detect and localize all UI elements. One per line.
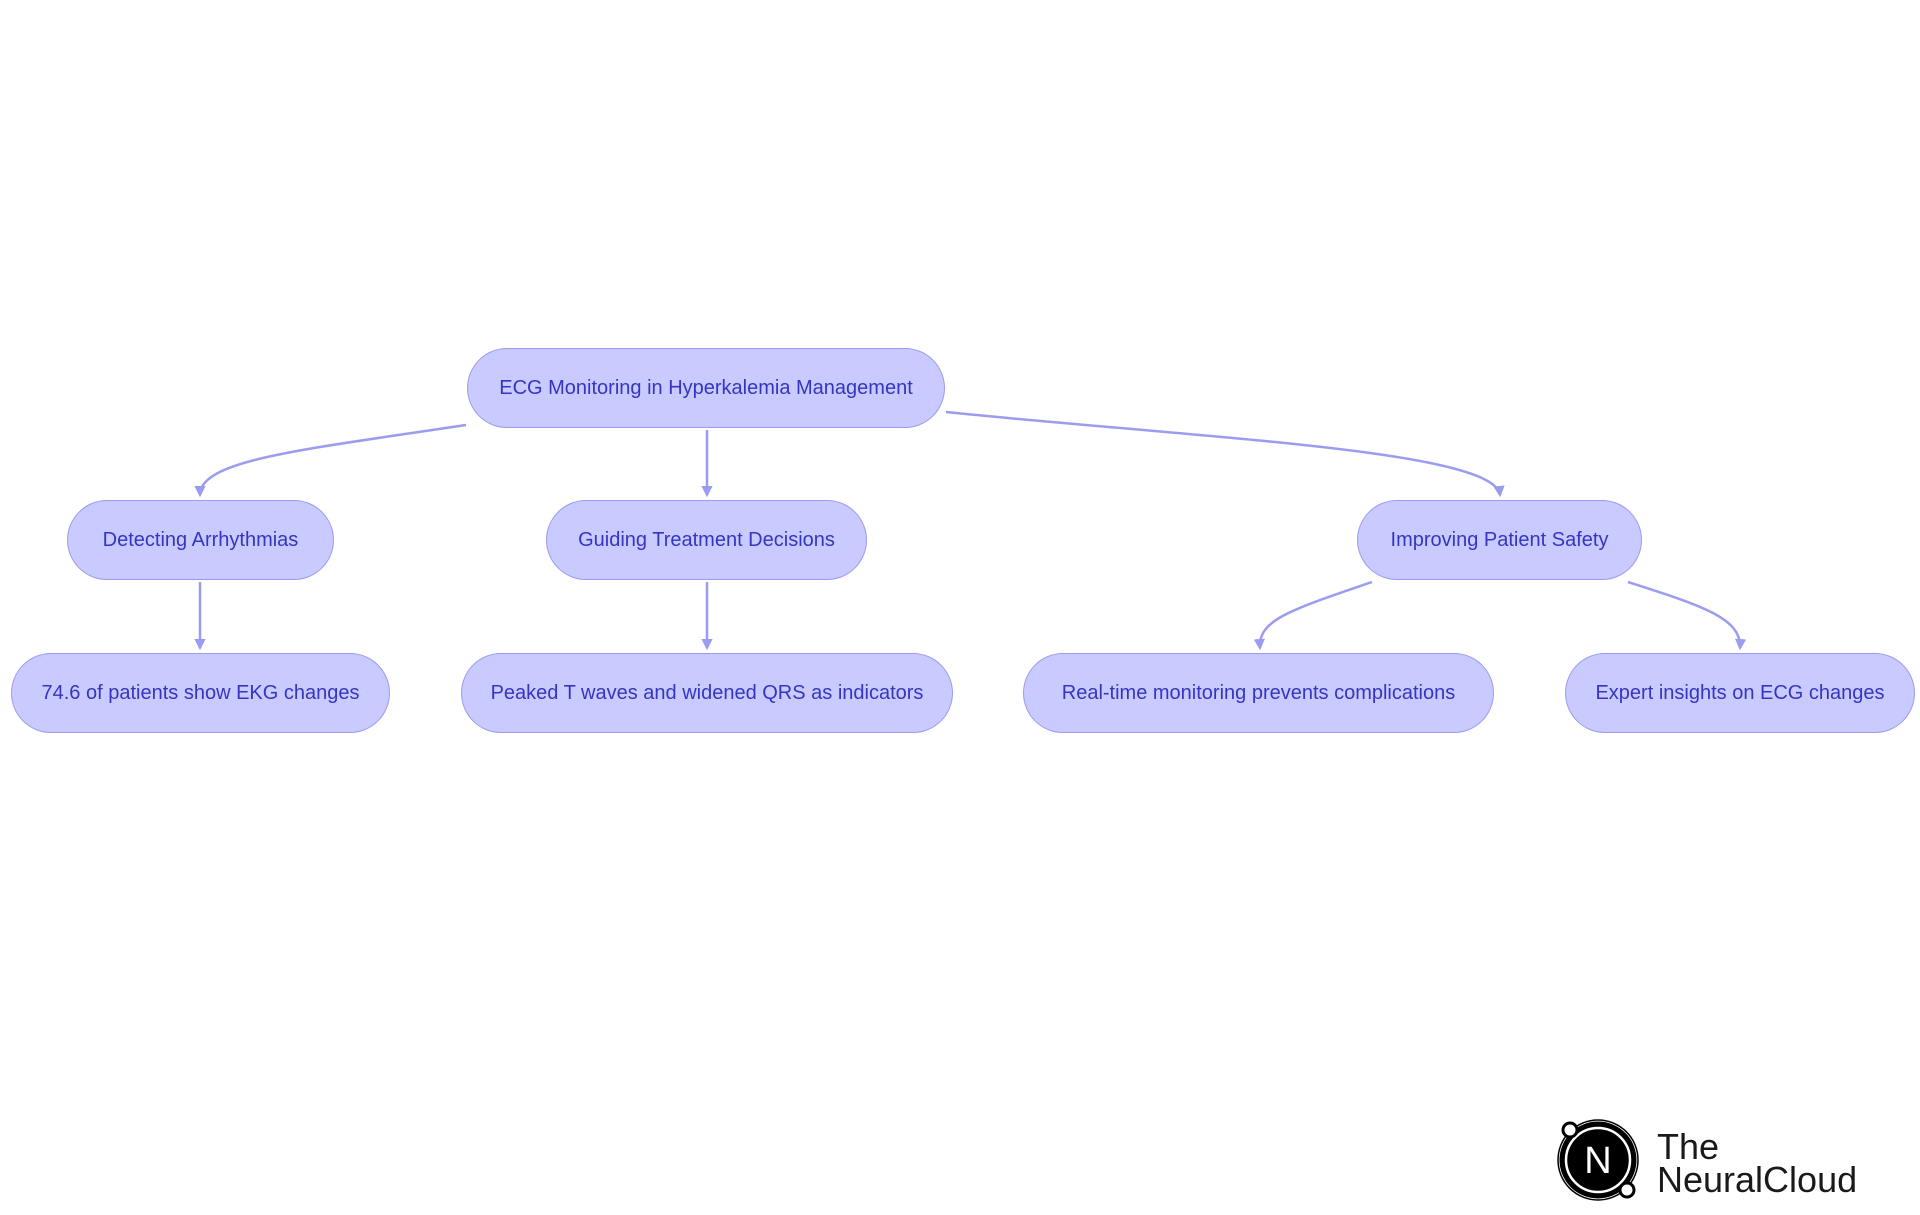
neuralcloud-logo: N The NeuralCloud <box>1552 1112 1892 1202</box>
node-expert-insights: Expert insights on ECG changes <box>1565 653 1915 733</box>
logo-text-the: The <box>1657 1126 1720 1167</box>
svg-text:N: N <box>1584 1140 1611 1182</box>
node-detecting-arrhythmias: Detecting Arrhythmias <box>67 500 334 580</box>
node-guiding-treatment-decisions: Guiding Treatment Decisions <box>546 500 867 580</box>
edge-root-to-detecting <box>194 423 467 498</box>
node-peaked-t-waves: Peaked T waves and widened QRS as indica… <box>461 653 953 733</box>
logo-text-neuralcloud: NeuralCloud <box>1657 1159 1858 1200</box>
edge-improving-to-realtime <box>1253 580 1373 651</box>
node-realtime-monitoring: Real-time monitoring prevents complicati… <box>1023 653 1494 733</box>
node-improving-patient-safety: Improving Patient Safety <box>1357 500 1642 580</box>
neuralcloud-logo-mark-icon: N <box>1556 1118 1640 1202</box>
node-ekg-changes-statistic: 74.6 of patients show EKG changes <box>11 653 390 733</box>
edge-root-to-improving <box>945 410 1505 498</box>
node-ecg-monitoring-root: ECG Monitoring in Hyperkalemia Managemen… <box>467 348 945 428</box>
edge-improving-to-expert <box>1627 580 1747 651</box>
